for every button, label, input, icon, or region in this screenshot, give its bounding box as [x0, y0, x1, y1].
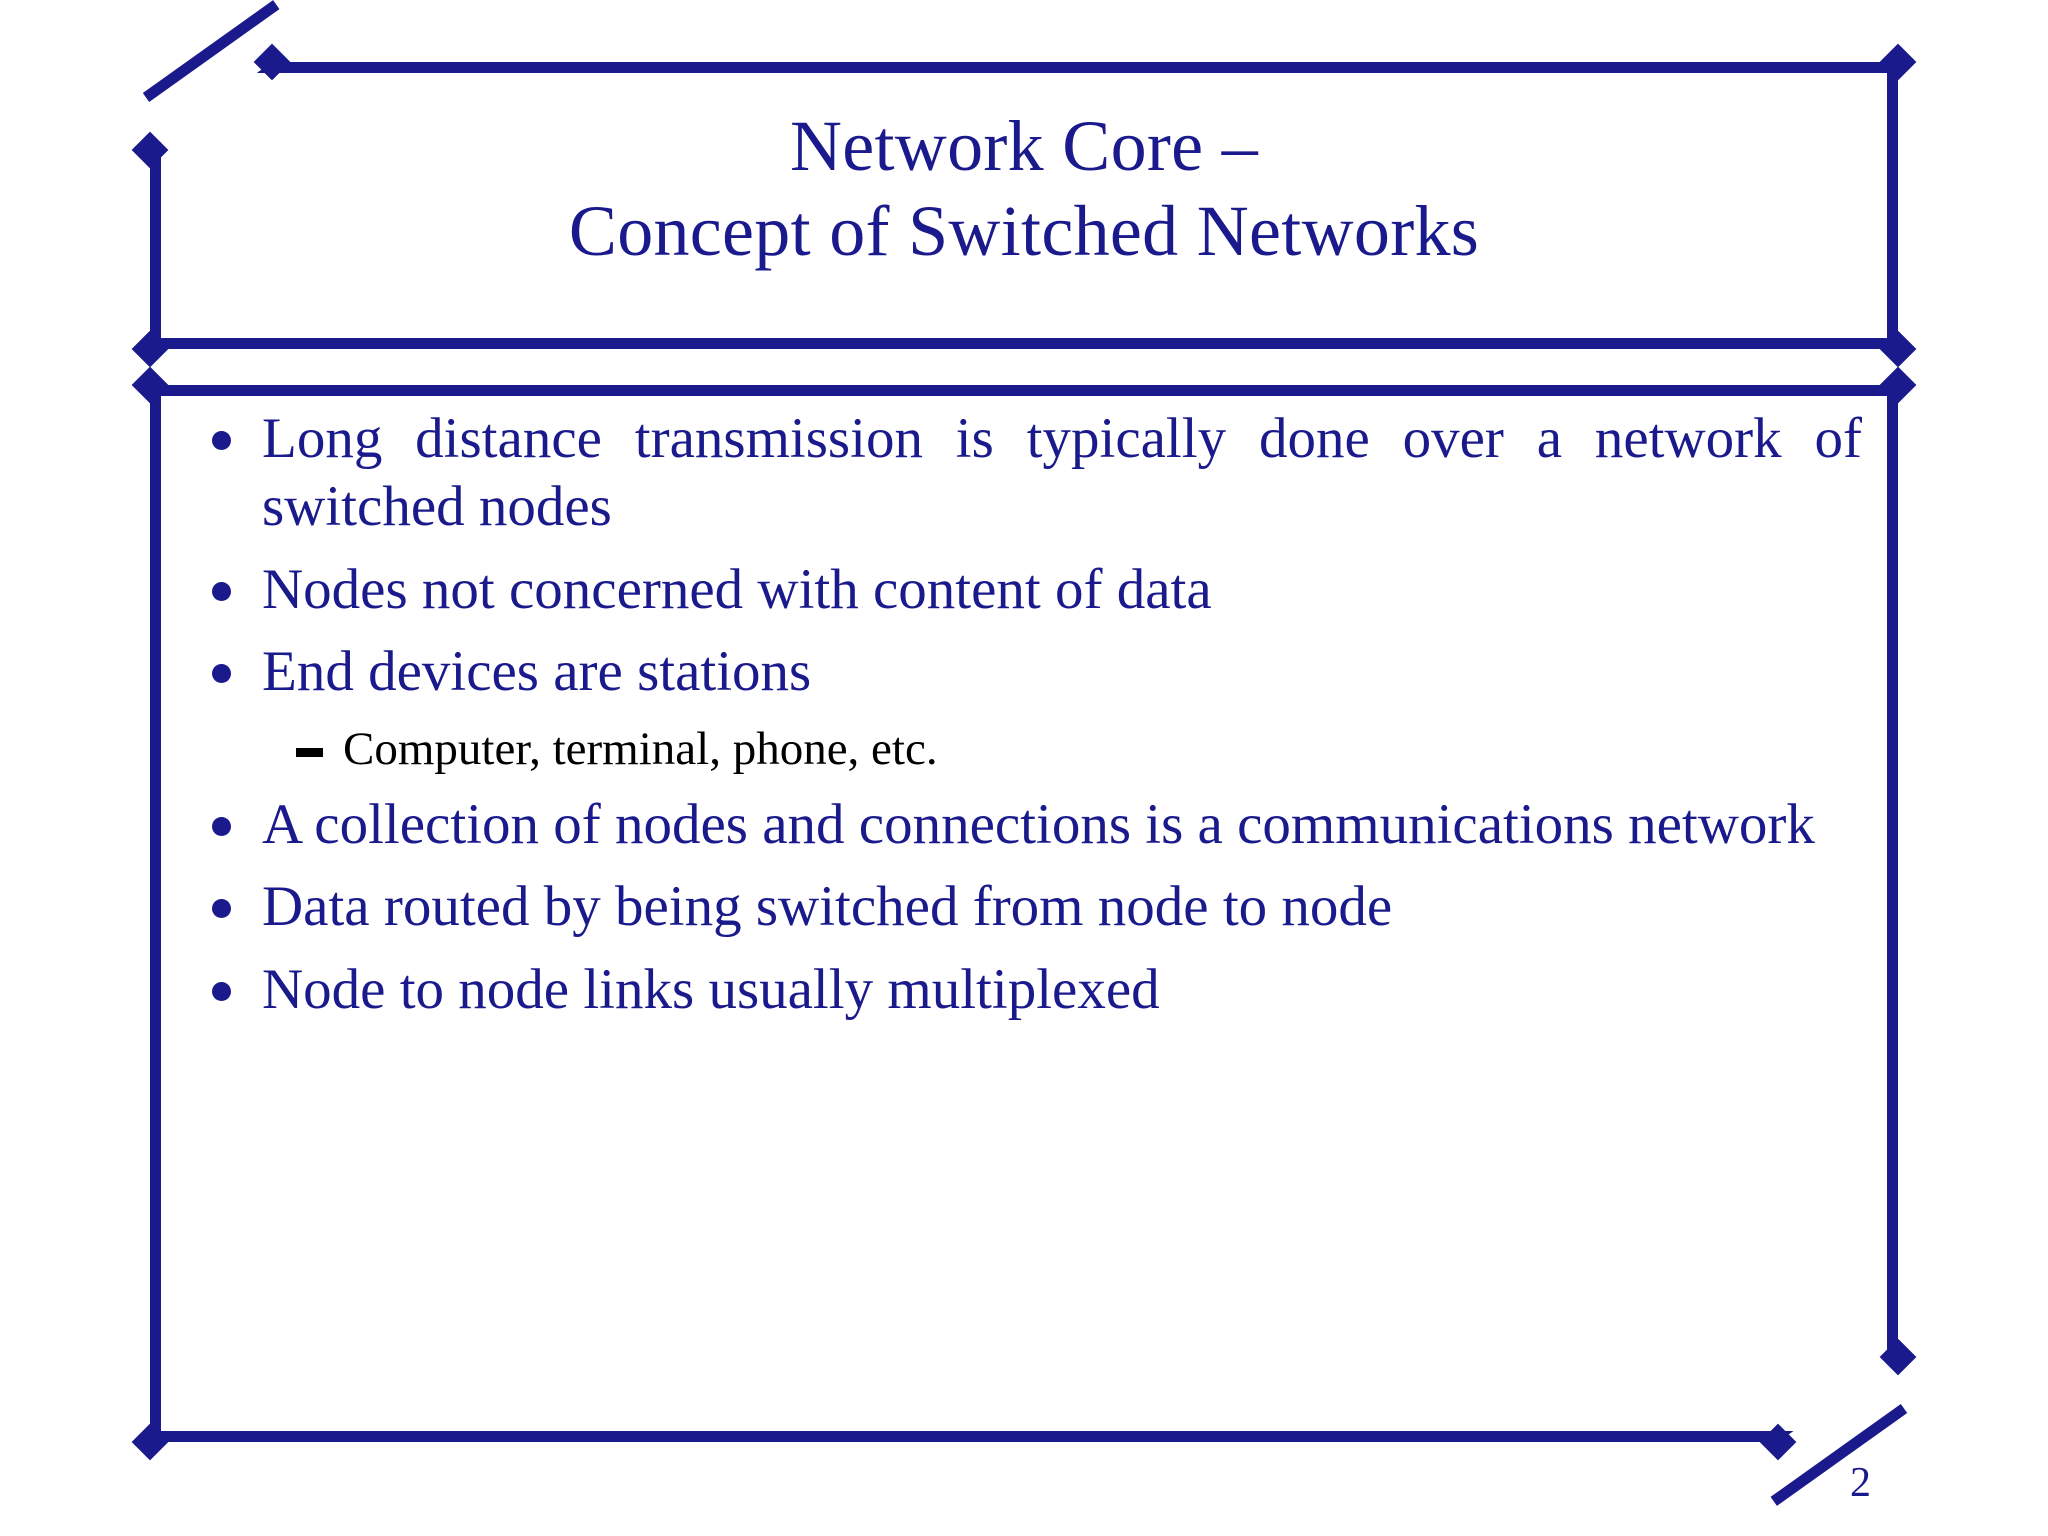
bullet-item: Nodes not concerned with content of data [188, 556, 1862, 624]
bullet-text: Node to node links usually multiplexed [262, 957, 1160, 1021]
bullet-text: End devices are stations [262, 640, 812, 704]
page-number: 2 [1850, 1460, 1871, 1506]
bullet-item: Data routed by being switched from node … [188, 873, 1862, 941]
sub-bullet-text: Computer, terminal, phone, etc. [343, 722, 938, 775]
bullet-text: A collection of nodes and connections is… [262, 792, 1815, 856]
round-bullet-icon [212, 956, 231, 1001]
bullet-text: Long distance transmission is typically … [262, 407, 1862, 539]
bullet-item: End devices are stations [188, 638, 1862, 706]
bullet-text: Data routed by being switched from node … [262, 875, 1393, 939]
bullet-item: Node to node links usually multiplexed [188, 956, 1862, 1024]
sub-bullet-item: Computer, terminal, phone, etc. [188, 721, 1862, 777]
content-box: Long distance transmission is typically … [131, 366, 1917, 1506]
round-bullet-icon [212, 791, 231, 836]
round-bullet-icon [212, 405, 231, 450]
bullet-item: Long distance transmission is typically … [188, 405, 1862, 542]
round-bullet-icon [212, 556, 231, 601]
round-bullet-icon [212, 873, 231, 919]
dash-bullet-icon [296, 721, 323, 757]
bullet-list: Long distance transmission is typically … [188, 405, 1862, 1038]
title-box: Network Core – Concept of Switched Netwo… [131, 0, 1917, 368]
title-box-frame [150, 62, 1898, 349]
round-bullet-icon [212, 638, 231, 684]
bullet-item: A collection of nodes and connections is… [188, 791, 1862, 859]
content-box-frame [150, 385, 1898, 1442]
slide-title: Network Core – Concept of Switched Netwo… [568, 106, 1480, 271]
bullet-text: Nodes not concerned with content of data [262, 557, 1212, 621]
